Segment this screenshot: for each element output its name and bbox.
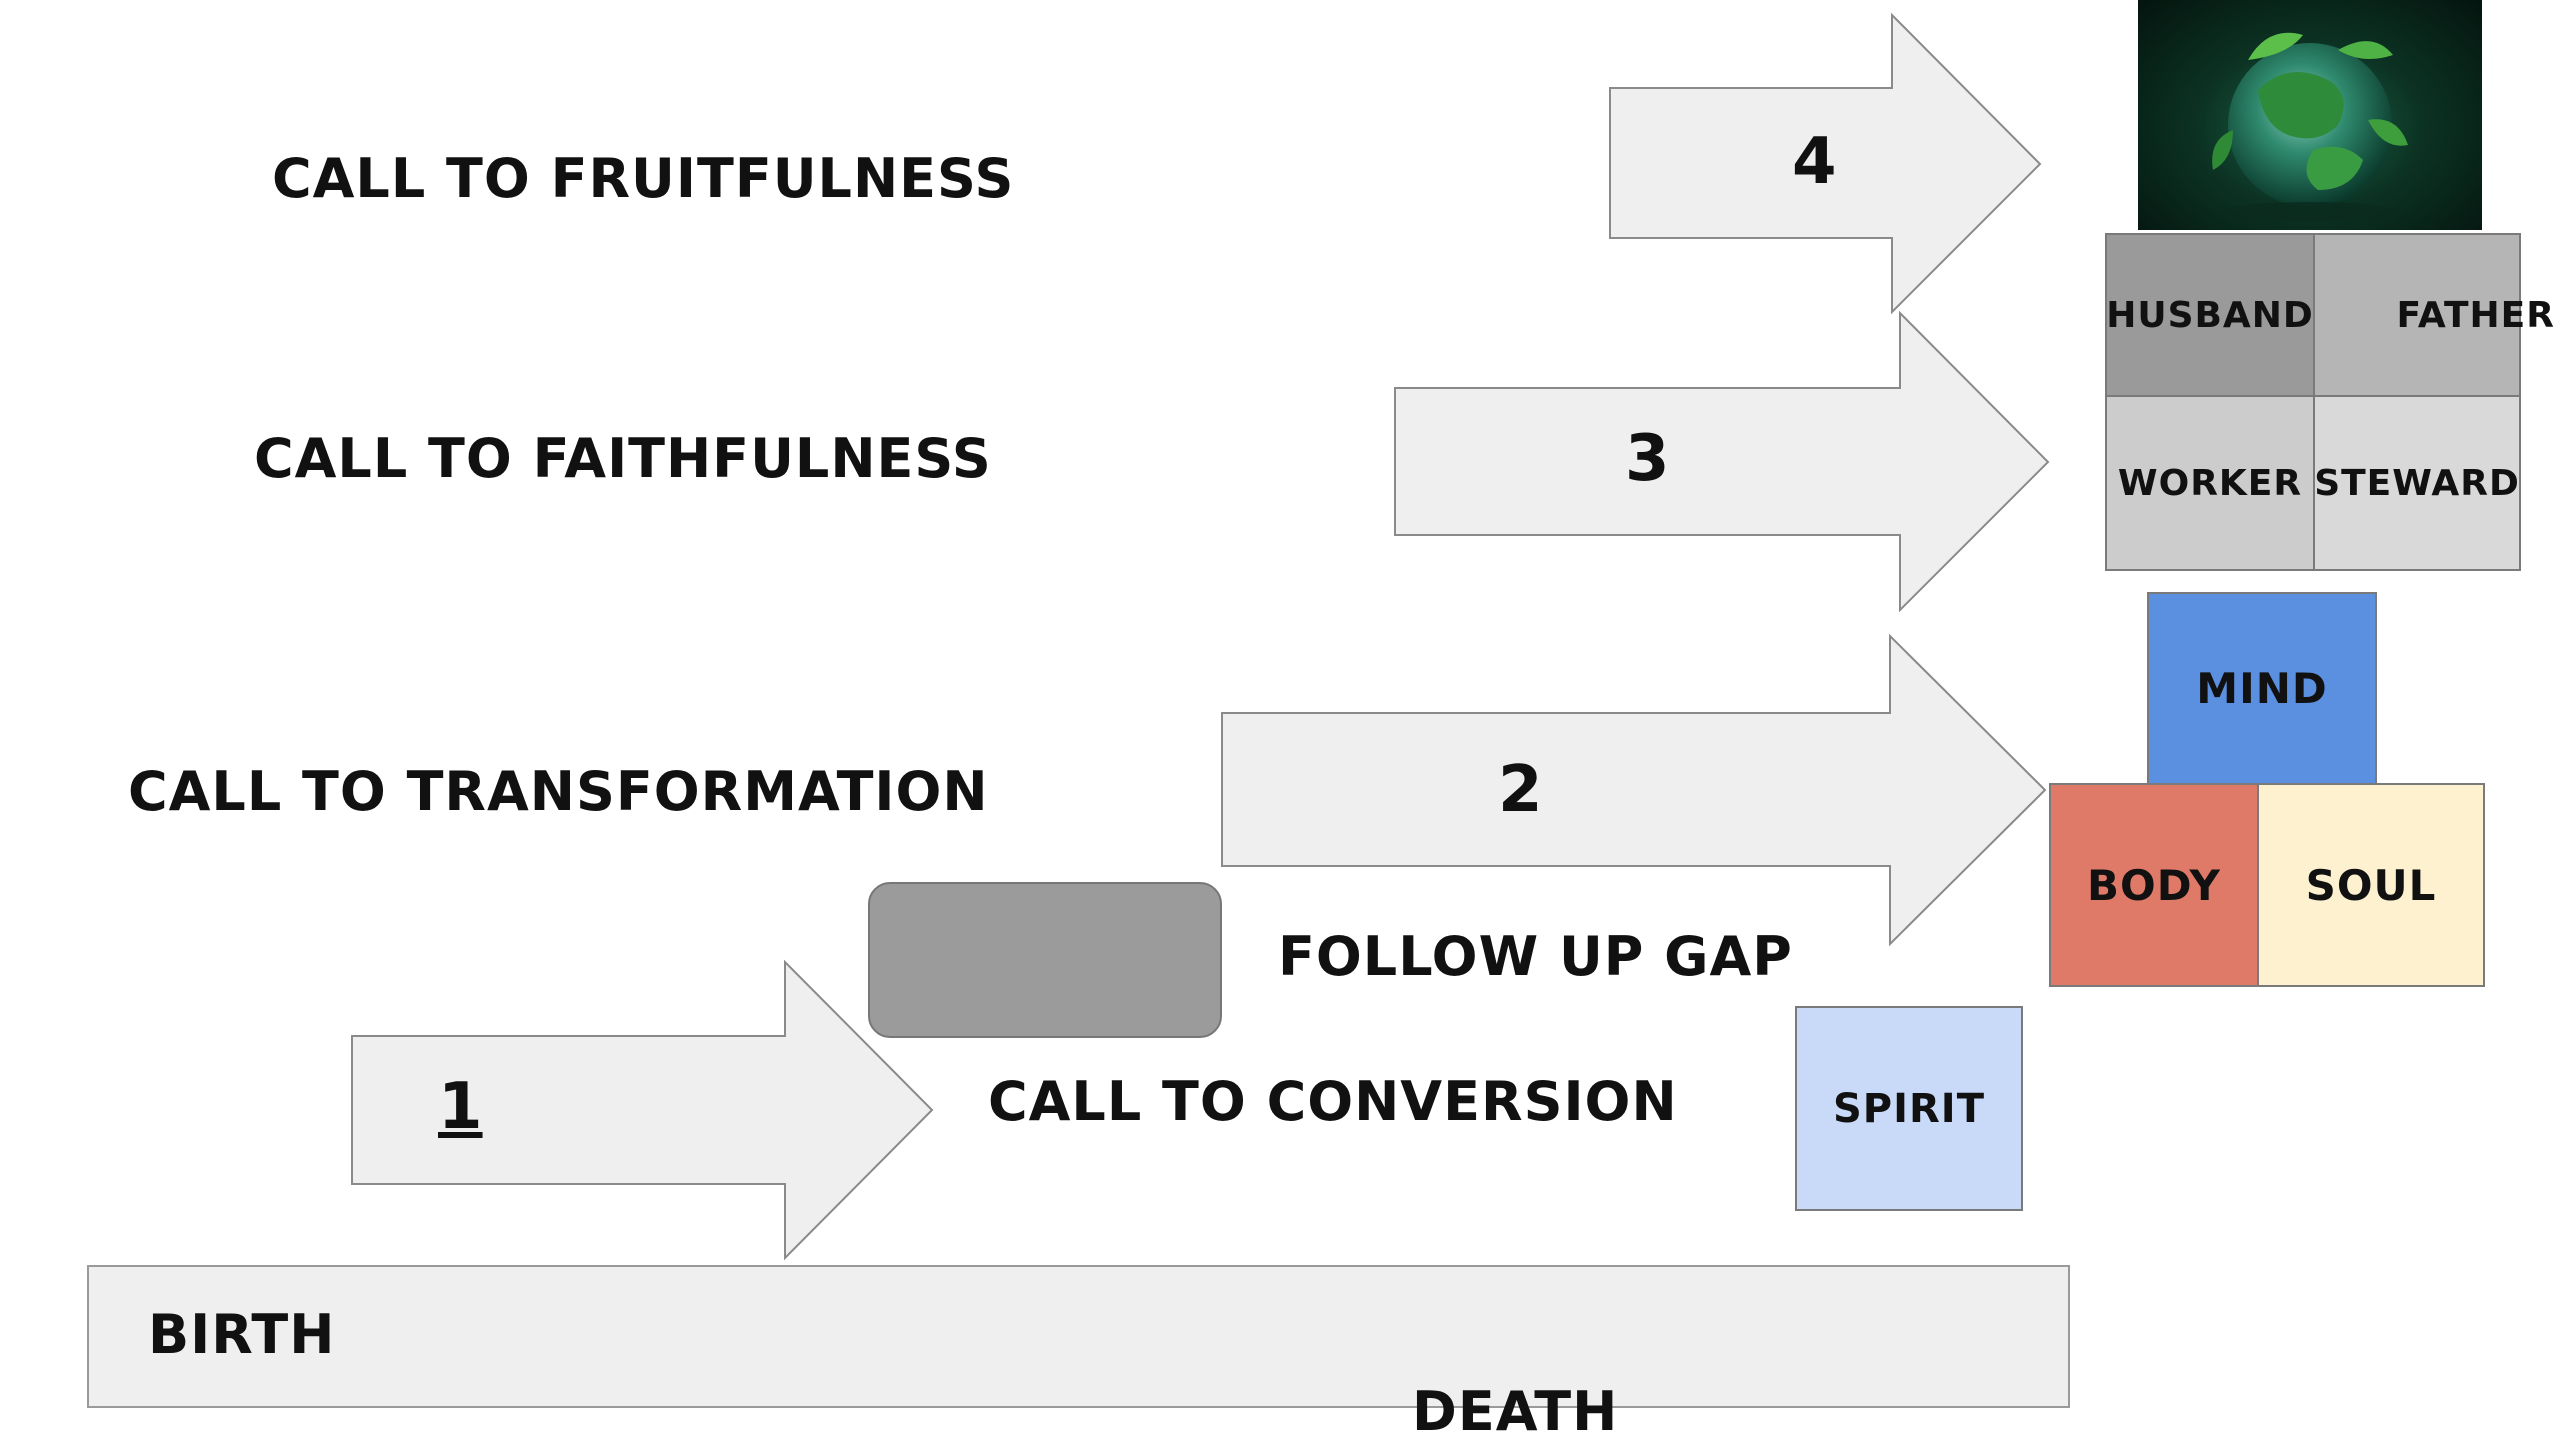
arrow-2-number: 2 <box>1498 753 1543 827</box>
call-to-conversion: CALL TO CONVERSION <box>988 1070 1678 1133</box>
being-soul: SOUL <box>2257 783 2485 987</box>
call-to-transformation: CALL TO TRANSFORMATION <box>128 760 989 823</box>
timeline-death-label: DEATH <box>1412 1380 1619 1443</box>
life-timeline-bar <box>87 1265 2070 1408</box>
role-father: FATHER <box>2313 233 2554 397</box>
being-mind-label: MIND <box>2196 664 2328 713</box>
follow-up-gap-label: FOLLOW UP GAP <box>1278 925 1793 988</box>
arrow-3-number: 3 <box>1625 422 1670 496</box>
earth-with-plants-image <box>2138 0 2482 230</box>
follow-up-gap-block <box>868 882 1222 1038</box>
role-steward: STEWARD <box>2313 395 2521 571</box>
being-soul-label: SOUL <box>2305 860 2437 910</box>
arrow-2 <box>1221 633 2047 947</box>
role-father-label: FATHER <box>2396 294 2555 336</box>
being-body-label: BODY <box>2087 860 2221 910</box>
role-husband: HUSBAND <box>2105 233 2315 397</box>
being-spirit: SPIRIT <box>1795 1006 2023 1211</box>
role-worker: WORKER <box>2105 395 2315 571</box>
being-body: BODY <box>2049 783 2259 987</box>
role-steward-label: STEWARD <box>2314 462 2520 504</box>
being-mind: MIND <box>2147 592 2377 785</box>
arrow-1 <box>351 959 934 1261</box>
call-to-faithfulness: CALL TO FAITHFULNESS <box>254 427 992 490</box>
call-to-fruitfulness: CALL TO FRUITFULNESS <box>272 147 1015 210</box>
arrow-4-number: 4 <box>1792 125 1837 199</box>
arrow-3 <box>1394 310 2050 613</box>
timeline-birth-label: BIRTH <box>148 1303 336 1366</box>
role-husband-label: HUSBAND <box>2106 294 2314 336</box>
globe-illustration <box>2212 32 2408 222</box>
arrow-1-number: 1 <box>438 1070 483 1144</box>
arrow-4 <box>1609 12 2042 315</box>
being-spirit-label: SPIRIT <box>1833 1085 1985 1132</box>
role-worker-label: WORKER <box>2117 462 2303 504</box>
